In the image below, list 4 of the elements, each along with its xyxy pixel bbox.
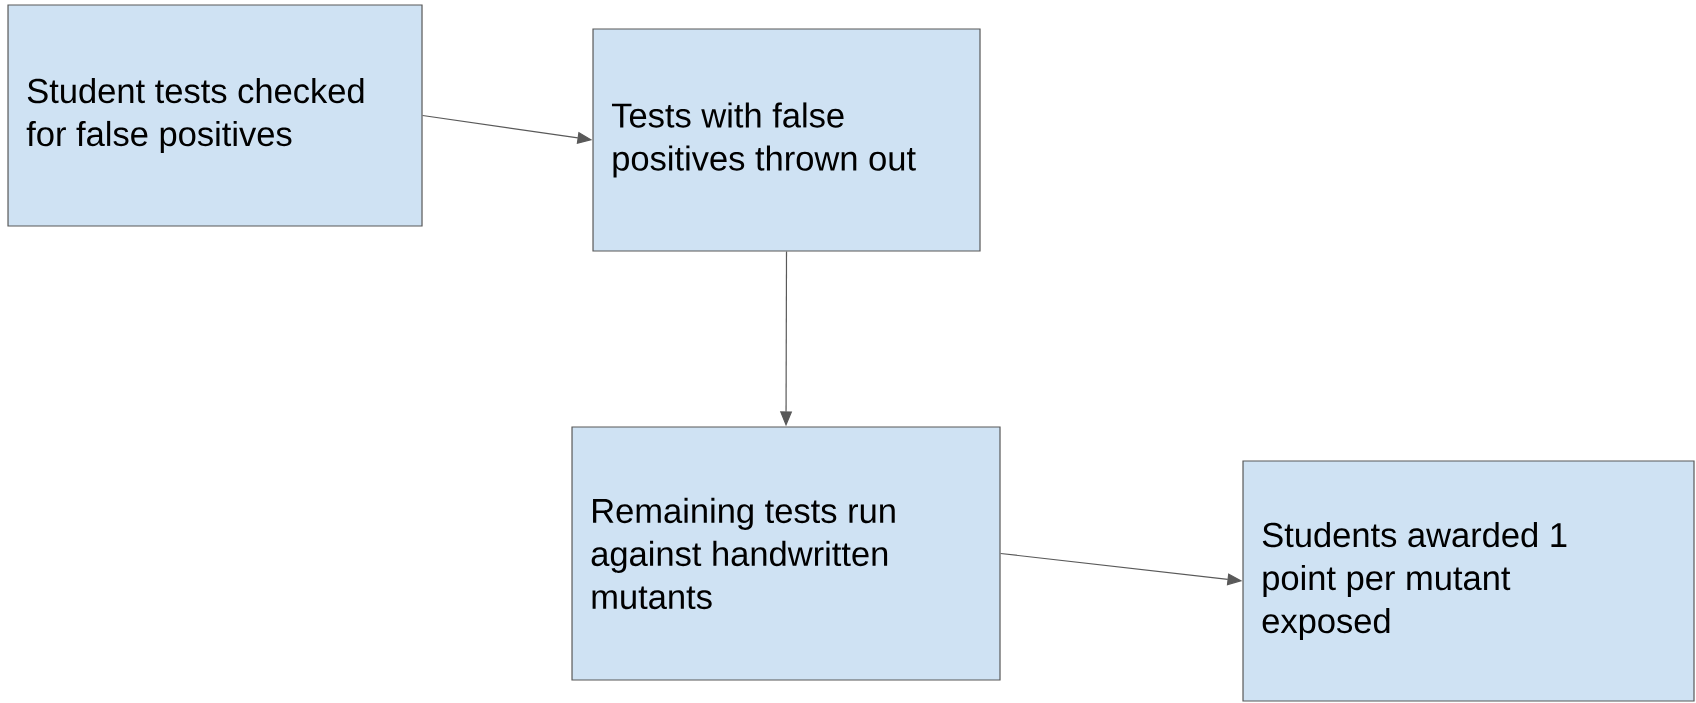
process-box: Students awarded 1 point per mutant exposed [1242, 460, 1695, 702]
process-box: Student tests checked for false positives [7, 4, 423, 227]
process-box: Tests with false positives thrown out [592, 28, 981, 252]
process-box: Remaining tests run against handwritten mutants [571, 426, 1001, 681]
